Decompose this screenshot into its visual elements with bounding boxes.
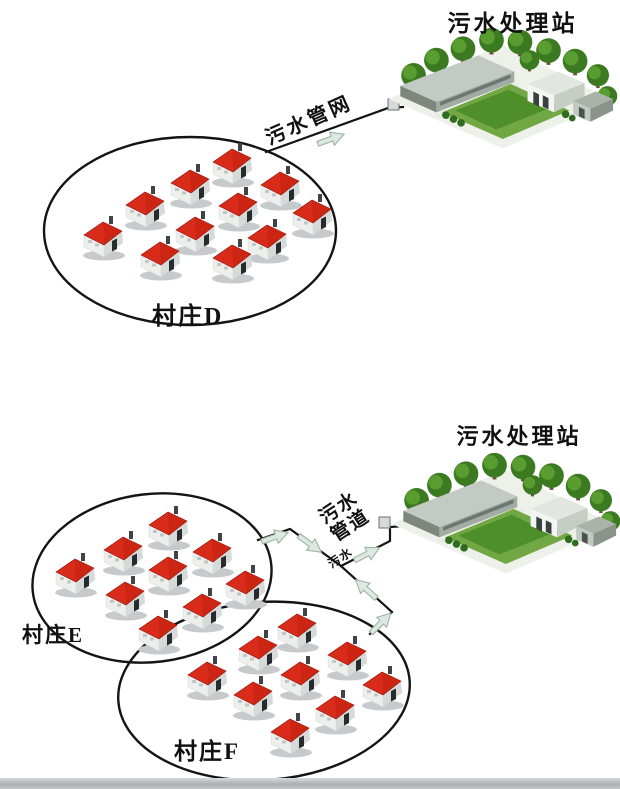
house-icon-village_f bbox=[279, 655, 323, 701]
house-icon-village_f bbox=[237, 629, 281, 675]
village-f-label: 村庄F bbox=[174, 739, 241, 764]
house-icon-village_e bbox=[191, 532, 235, 578]
house-icon-village_d bbox=[139, 235, 183, 281]
house-icon-village_e bbox=[181, 587, 225, 633]
house-icon-village_e bbox=[147, 550, 191, 596]
pipe-connector-box bbox=[378, 516, 391, 529]
bottom-gray-bar bbox=[0, 778, 620, 789]
house-icon-village_e bbox=[102, 530, 146, 576]
flow-arrow-icon bbox=[314, 127, 348, 151]
house-icon-village_f bbox=[276, 607, 320, 653]
house-icon-village_d bbox=[169, 163, 213, 209]
house-icon-village_e bbox=[104, 575, 148, 621]
sewage-plant-illustration bbox=[389, 28, 617, 149]
house-icon-village_d bbox=[82, 215, 126, 261]
house-icon-village_d bbox=[211, 238, 255, 284]
flow-arrow-icon bbox=[294, 529, 326, 559]
village-d-label: 村庄D bbox=[152, 304, 224, 330]
house-icon-village_e bbox=[54, 552, 98, 598]
house-icon-village_d bbox=[211, 142, 255, 188]
house-icon-village_d bbox=[217, 186, 261, 232]
house-icon-village_f bbox=[269, 712, 313, 758]
village-e-boundary bbox=[31, 492, 273, 664]
bottom-station-title: 污水处理站 bbox=[456, 424, 582, 449]
village-d-boundary bbox=[42, 135, 338, 327]
house-icon-village_d bbox=[174, 210, 218, 256]
house-icon-village_f bbox=[326, 635, 370, 681]
house-icon-village_d bbox=[124, 185, 168, 231]
flow-arrow-icon bbox=[350, 540, 384, 568]
house-icon-village_f bbox=[186, 655, 230, 701]
house-icon-village_f bbox=[361, 665, 405, 711]
top-station-title: 污水处理站 bbox=[447, 11, 578, 36]
house-icon-village_d bbox=[259, 165, 303, 211]
sewage-plant-illustration bbox=[392, 453, 620, 574]
house-icon-village_f bbox=[232, 675, 276, 721]
village-e-label: 村庄E bbox=[22, 623, 85, 647]
house-icon-village_e bbox=[147, 505, 191, 551]
